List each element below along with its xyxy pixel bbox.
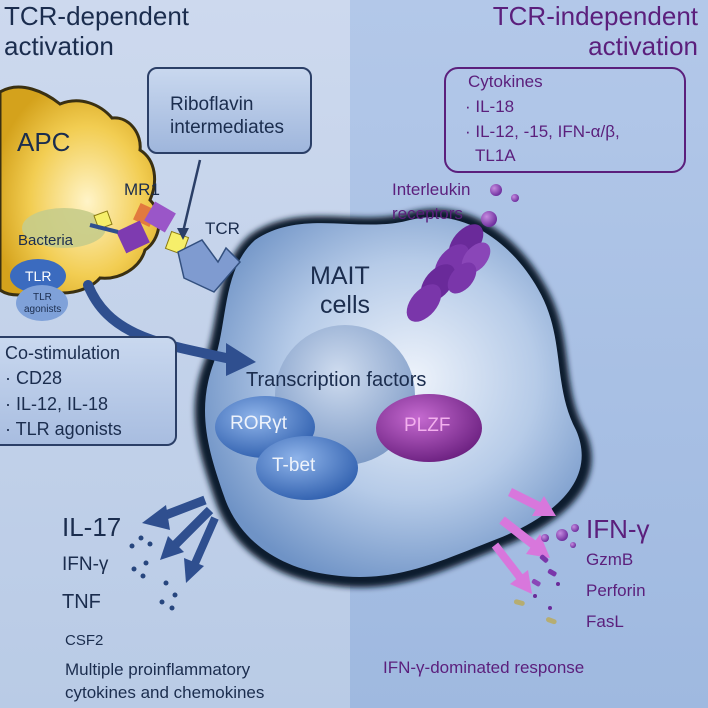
- tcr-receptor: [177, 239, 242, 293]
- ligand-arrow: [89, 223, 119, 234]
- cytokine-ball-1: [490, 184, 502, 196]
- right-output-ifng: IFN-γ: [586, 514, 650, 544]
- interleukin-line2: receptors: [392, 204, 463, 223]
- left-output-ifng: IFN-γ: [62, 554, 109, 575]
- left-output-dots: [129, 535, 178, 611]
- interleukin-line1: Interleukin: [392, 180, 471, 199]
- tlr-agonists-line2: agonists: [24, 304, 62, 315]
- bacteria-blob: [22, 208, 106, 248]
- cytokines-item-2: · IL-12, -15, IFN-α/β,: [465, 122, 620, 141]
- left-output-arrows: [142, 495, 219, 583]
- left-output-il17: IL-17: [62, 512, 122, 542]
- interleukin-receptor-stack: [406, 224, 491, 322]
- cytokines-title: Cytokines: [468, 72, 543, 91]
- costim-item-2: · IL-12, IL-18: [5, 394, 109, 414]
- costim-title: Co-stimulation: [5, 343, 121, 363]
- right-output-perforin: Perforin: [586, 581, 646, 600]
- tbet-label: T-bet: [272, 455, 316, 476]
- plzf-label: PLZF: [404, 415, 451, 436]
- roryt-label: RORγt: [230, 413, 287, 434]
- right-output-molecules: [513, 524, 579, 625]
- cytokines-item-1: · IL-18: [465, 97, 515, 116]
- left-footer-line1: Multiple proinflammatory: [65, 660, 251, 679]
- right-footer: IFN-γ-dominated response: [383, 658, 585, 677]
- mait-line1: MAIT: [310, 262, 370, 290]
- riboflavin-box: [147, 67, 312, 154]
- tlr-agonists-line1: TLR: [33, 292, 52, 303]
- left-output-csf2: CSF2: [65, 632, 104, 649]
- costim-item-1: · CD28: [5, 368, 63, 388]
- plzf-oval: [376, 394, 482, 462]
- right-output-arrows: [491, 487, 556, 594]
- left-output-tnf: TNF: [62, 591, 101, 613]
- riboflavin-line1: Riboflavin: [170, 94, 254, 115]
- tlr-label: TLR: [25, 268, 52, 284]
- tlr-blob: [10, 259, 66, 293]
- right-output-gzmb: GzmB: [586, 550, 634, 569]
- tlr-agonists-blob: [16, 285, 68, 321]
- costim-box: [0, 336, 177, 446]
- transcription-factors-label: Transcription factors: [246, 369, 427, 391]
- left-title-line2: activation: [4, 31, 114, 61]
- riboflavin-pointer: [181, 159, 202, 233]
- costim-item-3: · TLR agonists: [5, 419, 122, 439]
- mait-line2: cells: [320, 291, 371, 319]
- right-title-line2: activation: [588, 31, 698, 61]
- apc-label: APC: [17, 127, 71, 157]
- left-title-line1: TCR-dependent: [4, 1, 189, 31]
- riboflavin-line2: intermediates: [170, 117, 285, 138]
- right-title-line1: TCR-independent: [492, 1, 698, 31]
- mr1-purple-b: [144, 201, 176, 233]
- mr1-label: MR1: [124, 180, 160, 199]
- mr1-purple-a: [116, 220, 150, 254]
- left-footer-line2: cytokines and chemokines: [65, 683, 265, 702]
- tcr-label: TCR: [205, 219, 240, 238]
- ligand-bacteria: [93, 210, 113, 230]
- cytokines-item-3: TL1A: [475, 146, 516, 165]
- cytokine-ball-3: [481, 211, 497, 227]
- tbet-oval: [256, 436, 358, 500]
- cytokine-ball-2: [511, 194, 519, 202]
- right-output-fasl: FasL: [586, 612, 624, 631]
- cytokines-box: [444, 67, 686, 173]
- bacteria-label: Bacteria: [18, 232, 74, 249]
